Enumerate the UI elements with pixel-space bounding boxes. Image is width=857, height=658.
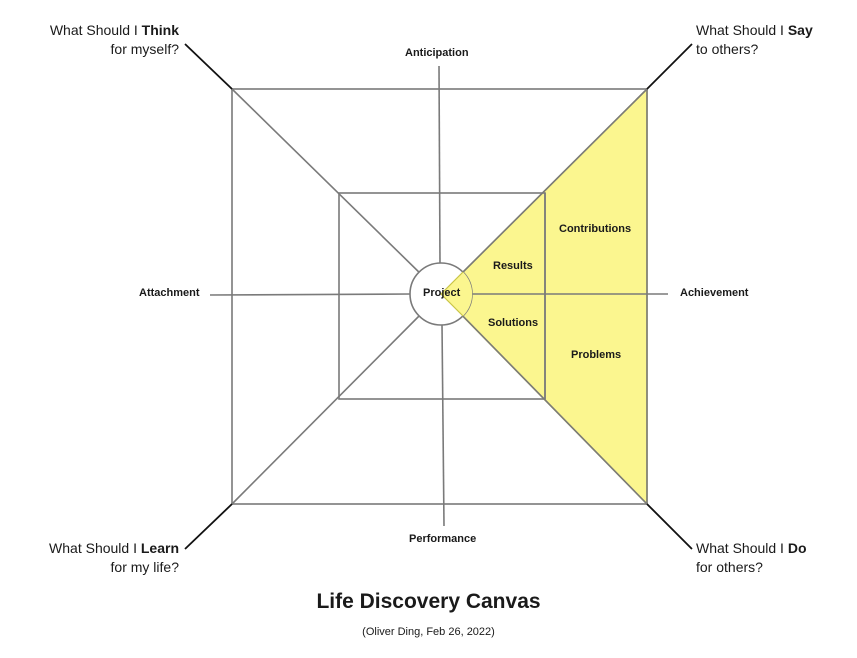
leader-top-right: [646, 43, 693, 90]
axis-label-anticipation: Anticipation: [405, 47, 469, 59]
corner-question-think-line2: for myself?: [110, 41, 179, 57]
corner-question-think: What Should I Think for myself?: [50, 21, 179, 59]
center-highlight-slice: [441, 272, 473, 316]
corner-question-learn: What Should I Learn for my life?: [49, 539, 179, 577]
leader-top-left: [184, 43, 233, 90]
center-slice-edge-top: [440, 271, 464, 295]
corner-question-learn-prefix: What Should I: [49, 540, 141, 556]
region-label-solutions: Solutions: [488, 317, 539, 329]
diagonal-bottom-right: [454, 307, 648, 505]
region-label-results: Results: [493, 260, 533, 272]
corner-question-say-prefix: What Should I: [696, 22, 788, 38]
corner-question-say-emphasis: Say: [787, 22, 813, 38]
diagonal-bottom-left: [231, 307, 428, 505]
diagonal-top-left: [231, 88, 428, 281]
center-slice-edge-bottom: [440, 293, 464, 317]
diagram-title: Life Discovery Canvas: [316, 590, 541, 613]
corner-question-learn-emphasis: Learn: [140, 540, 179, 556]
region-label-contributions: Contributions: [559, 223, 632, 235]
axis-label-attachment: Attachment: [139, 287, 200, 299]
leader-bottom-right: [646, 503, 693, 550]
corner-question-say-line2: to others?: [696, 41, 759, 57]
axis-label-achievement: Achievement: [680, 287, 749, 299]
axis-label-performance: Performance: [409, 533, 477, 545]
axis-line-top: [438, 65, 441, 265]
corner-question-do-emphasis: Do: [787, 540, 807, 556]
corner-question-do-line2: for others?: [696, 559, 763, 575]
corner-question-do: What Should I Do for others?: [696, 539, 807, 577]
corner-question-say: What Should I Say to others?: [696, 21, 813, 59]
corner-question-think-emphasis: Think: [141, 22, 179, 38]
diagonal-top-right: [454, 88, 648, 281]
diagram-credit: (Oliver Ding, Feb 26, 2022): [362, 626, 495, 638]
corner-question-learn-line2: for my life?: [110, 559, 179, 575]
corner-question-think-prefix: What Should I: [49, 22, 142, 38]
center-label: Project: [423, 287, 461, 299]
leader-bottom-left: [184, 503, 233, 550]
axis-line-bottom: [441, 323, 445, 527]
region-label-problems: Problems: [571, 349, 622, 361]
axis-line-left: [209, 293, 412, 296]
corner-question-do-prefix: What Should I: [696, 540, 788, 556]
